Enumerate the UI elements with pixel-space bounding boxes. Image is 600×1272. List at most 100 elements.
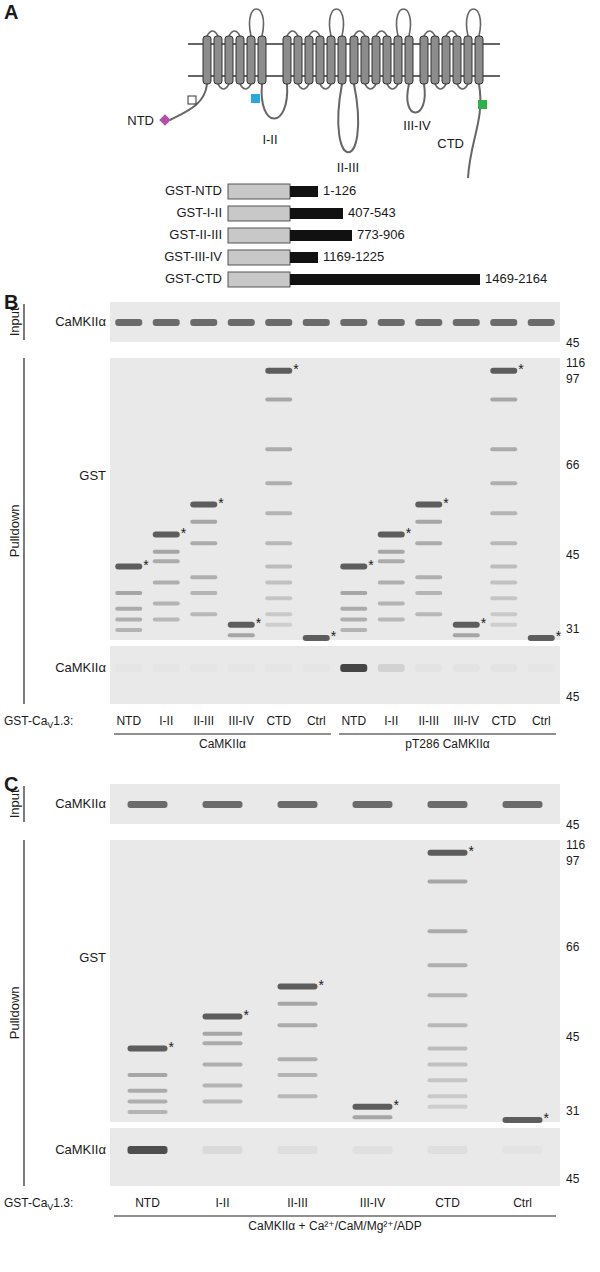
blot-band [415, 575, 442, 579]
lane-label: III-IV [360, 1196, 385, 1210]
blot-band [378, 559, 405, 563]
blot-band [278, 1146, 318, 1154]
blot-membrane [110, 358, 560, 640]
bracket-label: Input [6, 790, 22, 819]
construct-name: GST-I-II [177, 205, 223, 221]
blot-band [115, 319, 142, 326]
lane-label: NTD [116, 714, 141, 728]
blot-band [115, 564, 142, 570]
blot-band [503, 801, 543, 808]
helix-linker [376, 31, 387, 36]
asterisk: * [518, 361, 523, 378]
blot-band [190, 319, 217, 326]
blot-band [453, 319, 480, 326]
transmembrane-helix [464, 36, 472, 84]
construct-bar [290, 230, 352, 241]
mw-marker: 97 [566, 854, 579, 868]
blot-band [490, 447, 517, 451]
transmembrane-helix [420, 36, 428, 84]
lane-label: CTD [435, 1196, 460, 1210]
mw-marker: 66 [566, 940, 579, 954]
blot-band [265, 612, 292, 616]
asterisk: * [556, 628, 561, 645]
asterisk: * [244, 1007, 249, 1024]
blot-band [278, 1057, 318, 1061]
blot-band [490, 368, 517, 374]
subscript: V [47, 720, 53, 731]
gst-tag [228, 250, 290, 265]
lane-label: Ctrl [532, 714, 551, 728]
mw-marker: 31 [566, 1104, 579, 1118]
helix-linker [446, 31, 457, 36]
blot-band [428, 963, 468, 967]
transmembrane-helix [327, 36, 335, 84]
mw-marker: 66 [566, 458, 579, 472]
blot-band [428, 1047, 468, 1051]
lane-label: I-II [159, 714, 173, 728]
transmembrane-helix [350, 36, 358, 84]
helix-linker [240, 84, 251, 89]
blot-band [115, 664, 142, 672]
blot-band [128, 1146, 168, 1154]
blot-band [128, 1089, 168, 1093]
helix-linker [207, 31, 218, 36]
blot-art [24, 184, 560, 1216]
transmembrane-helix [338, 36, 346, 84]
blot-band [453, 622, 480, 628]
blot-band [203, 1014, 243, 1020]
construct-bar [290, 274, 480, 285]
blot-band [378, 550, 405, 554]
blot-band [228, 633, 255, 637]
blot-band [128, 1110, 168, 1114]
helix-linker [387, 84, 398, 89]
blot-label: CaMKIIα [55, 796, 106, 812]
blot-band [115, 628, 142, 632]
blot-label: CaMKIIα [55, 314, 106, 330]
blot-band [265, 596, 292, 600]
blot-band [303, 635, 330, 641]
blot-band [265, 664, 292, 672]
blot-band [428, 993, 468, 997]
blot-band [265, 319, 292, 326]
loop-i-ii [262, 84, 288, 119]
condition-label: CaMKIIα [199, 737, 246, 751]
construct-prefix: GST-Ca [4, 1196, 47, 1210]
helix-linker [330, 9, 344, 36]
residue-range: 1-126 [323, 183, 356, 199]
blot-band [278, 984, 318, 990]
blot-band [428, 1062, 468, 1066]
bracket-line [23, 786, 24, 822]
transmembrane-helix [294, 36, 302, 84]
blot-band [190, 591, 217, 595]
blot-band [278, 1073, 318, 1077]
gst-tag [228, 228, 290, 243]
blot-band [428, 1023, 468, 1027]
blot-band [278, 801, 318, 808]
asterisk: * [319, 977, 324, 994]
asterisk: * [368, 557, 373, 574]
blot-band [340, 617, 367, 621]
blot-band [428, 1105, 468, 1109]
blot-band [265, 541, 292, 545]
lane-label: I-II [216, 1196, 230, 1210]
helix-linker [435, 84, 446, 89]
blot-band [415, 520, 442, 524]
mw-marker: 45 [566, 336, 579, 350]
blot-label: GST [79, 468, 106, 484]
blot-band [265, 623, 292, 627]
group-line [339, 733, 556, 734]
bracket-label: Input [6, 308, 22, 337]
blot-band [203, 1062, 243, 1066]
blot-band [303, 664, 330, 672]
blot-membrane [110, 784, 560, 824]
blot-band [128, 801, 168, 808]
mw-marker: 45 [566, 1030, 579, 1044]
mw-marker: 45 [566, 690, 579, 704]
blot-band [340, 628, 367, 632]
transmembrane-helix [394, 36, 402, 84]
mw-marker: 116 [566, 838, 585, 852]
blot-band [153, 617, 180, 621]
construct-suffix: 1.3: [53, 1196, 73, 1210]
transmembrane-helix [372, 36, 380, 84]
site-marker [188, 96, 196, 104]
